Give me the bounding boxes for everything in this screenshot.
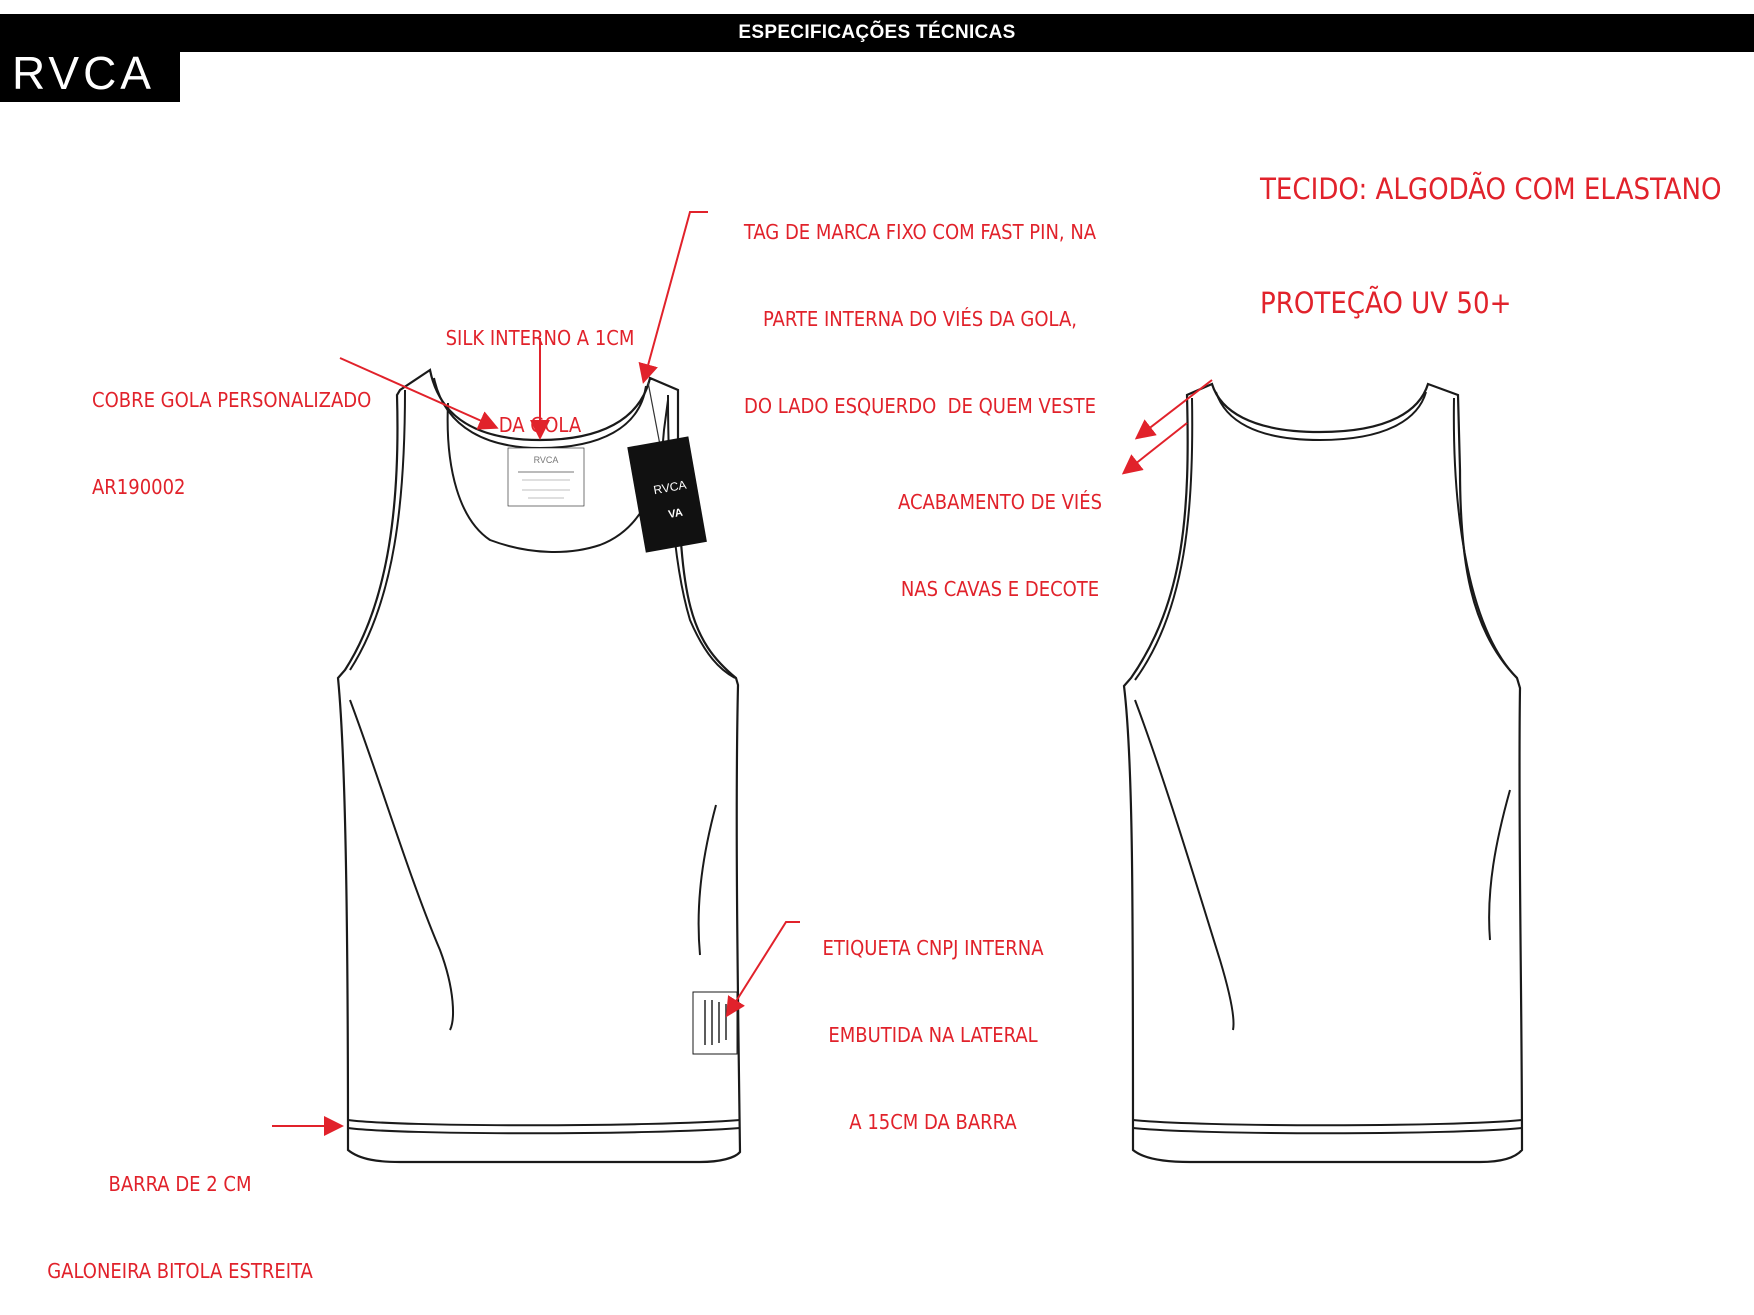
cnpj-label [692,991,738,1055]
back-outline [1122,382,1524,1164]
brand-tag-line-3: DO LADO ESQUERDO DE QUEM VESTE [743,394,1096,418]
brand-logo-box: RVCA [0,14,180,102]
hang-tag-brand: RVCA [652,478,687,498]
arrow-binding-2 [1121,422,1188,475]
fabric-spec: TECIDO: ALGODÃO COM ELASTANO PROTEÇÃO UV… [1260,94,1722,360]
hang-tag: RVCA VA [627,381,707,553]
fabric-line-1: TECIDO: ALGODÃO COM ELASTANO [1260,172,1722,206]
neck-label [507,447,585,507]
front-hem [347,1119,741,1127]
front-hem-inner [347,1127,741,1135]
silk-note: SILK INTERNO A 1CM DA GOLA [420,266,660,469]
back-hem-inner [1132,1127,1523,1135]
back-view [1122,382,1524,1164]
hang-tag-card [627,436,707,553]
arrow-brand-tag [638,211,708,384]
back-left-armhole [1134,397,1194,681]
back-hem [1132,1119,1523,1127]
cnpj-note: ETIQUETA CNPJ INTERNA EMBUTIDA NA LATERA… [800,876,1066,1166]
hem-line-1: BARRA DE 2 CM [108,1172,252,1196]
binding-note: ACABAMENTO DE VIÉS NAS CAVAS E DECOTE [880,430,1120,633]
tech-drawing: RVCA RVCA VA [272,211,1524,1164]
fabric-line-2: PROTEÇÃO UV 50+ [1260,286,1512,320]
arrow-cnpj [725,921,800,1018]
brand-tag-line-2: PARTE INTERNA DO VIÉS DA GOLA, [762,307,1078,331]
brand-tag-line-1: TAG DE MARCA FIXO COM FAST PIN, NA [743,220,1097,244]
arrow-binding-1 [1134,379,1213,440]
front-outline [336,368,742,1164]
annotation-arrows [272,211,1213,1136]
back-side-seam-right [1488,789,1511,941]
brand-tag-note: TAG DE MARCA FIXO COM FAST PIN, NA PARTE… [730,160,1110,450]
front-left-armhole [349,389,406,671]
cnpj-line-3: A 15CM DA BARRA [849,1110,1017,1134]
neck-label-brand: RVCA [534,455,559,465]
collar-cover-line-1: COBRE GOLA PERSONALIZADO [92,388,372,412]
front-side-seam-right [697,804,717,956]
header-bar [0,14,1754,52]
binding-line-2: NAS CAVAS E DECOTE [900,577,1100,601]
hang-tag-mark: VA [667,507,683,521]
cnpj-line-2: EMBUTIDA NA LATERAL [828,1023,1038,1047]
front-side-seam-left [349,699,454,1031]
page-title: ESPECIFICAÇÕES TÉCNICAS [738,22,1016,43]
back-side-seam-left [1134,699,1235,1031]
collar-cover-note: COBRE GOLA PERSONALIZADO AR190002 [92,328,371,531]
hem-line-2: GALONEIRA BITOLA ESTREITA [47,1259,313,1283]
back-right-armhole [1452,397,1518,679]
collar-cover-line-2: AR190002 [92,475,186,499]
brand-logo: RVCA [12,47,155,99]
arrow-collar-cover [339,357,499,430]
hem-note: BARRA DE 2 CM GALONEIRA BITOLA ESTREITA [30,1112,330,1315]
cnpj-line-1: ETIQUETA CNPJ INTERNA [822,936,1044,960]
silk-line-1: SILK INTERNO A 1CM [445,326,635,350]
back-neck-inner [1215,391,1427,442]
silk-line-2: DA GOLA [498,413,582,437]
binding-line-1: ACABAMENTO DE VIÉS [897,490,1103,514]
